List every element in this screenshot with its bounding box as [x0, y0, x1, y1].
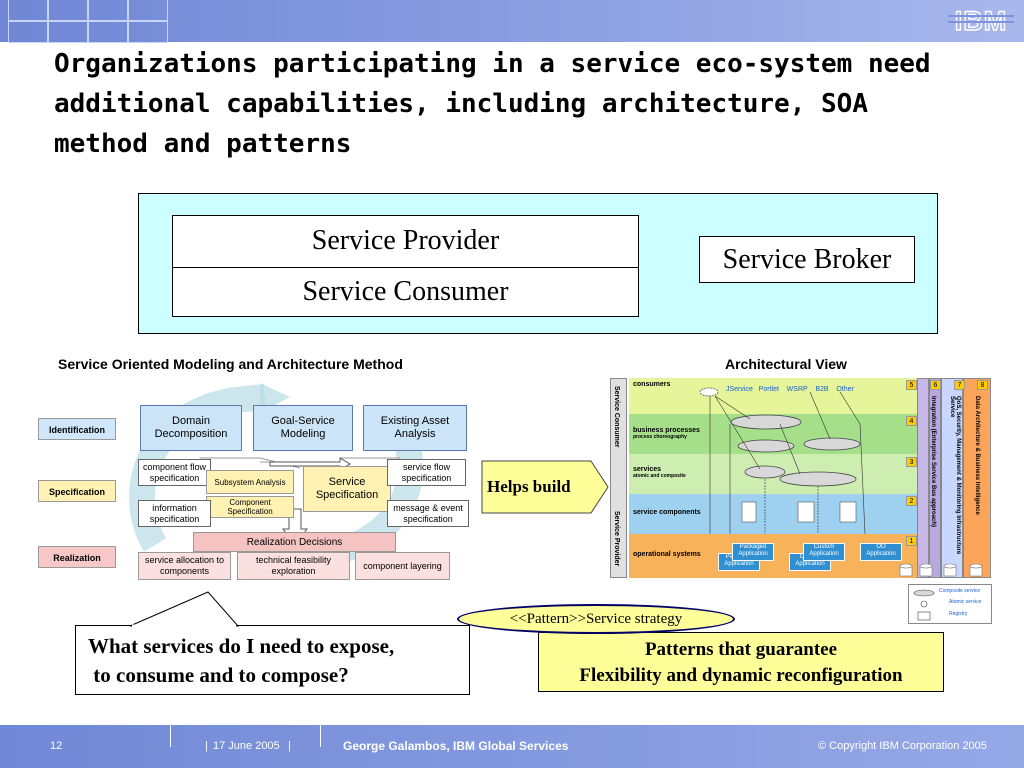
method-title: Service Oriented Modeling and Architectu…	[58, 356, 403, 372]
page-number: 12	[50, 740, 63, 752]
app-custom: Custom Application	[803, 543, 845, 561]
realization-decisions-box: Realization Decisions	[193, 532, 396, 552]
svg-text:IBM: IBM	[955, 6, 1008, 36]
arch-legend: Composite service Atomic service Registr…	[908, 584, 992, 624]
service-broker-box: Service Broker	[699, 236, 915, 283]
bar-number-6: 6	[930, 380, 941, 390]
service-flow-box: service flow specification	[387, 459, 466, 486]
arch-side-provider: Service Provider	[613, 511, 620, 567]
header-band	[0, 0, 1024, 43]
footer-date-suffix: |	[288, 740, 291, 752]
arch-flow-lines	[699, 387, 866, 535]
legend-icons	[913, 589, 935, 621]
vertical-bar-integration	[917, 378, 929, 578]
arch-title: Architectural View	[725, 356, 847, 372]
subsystem-analysis-box: Subsystem Analysis	[206, 470, 294, 494]
layer-number-1: 1	[906, 536, 917, 546]
service-provider-box: Service Provider	[172, 215, 639, 268]
layer-number-3: 3	[906, 457, 917, 467]
footer-date-prefix: |	[205, 740, 208, 752]
phase-realization: Realization	[38, 546, 116, 568]
component-layering-box: component layering	[355, 552, 450, 580]
question-callout-pointer	[129, 591, 240, 627]
goal-service-modeling-box: Goal-Service Modeling	[253, 405, 353, 451]
phase-identification: Identification	[38, 418, 116, 440]
service-specification-box: Service Specification	[303, 466, 391, 512]
layer-service-components: service components	[629, 494, 917, 534]
component-flow-box: component flow specification	[138, 459, 211, 486]
bar-number-8: 8	[977, 380, 988, 390]
service-consumer-box: Service Consumer	[172, 267, 639, 317]
arch-side-consumer: Service Consumer	[613, 386, 620, 448]
pattern-ellipse: <<Pattern>>Service strategy	[457, 604, 735, 634]
vertical-bar-qos	[941, 378, 963, 578]
guarantee-box: Patterns that guarantee Flexibility and …	[538, 632, 944, 692]
footer-bar: 12 | 17 June 2005 | George Galambos, IBM…	[0, 725, 1024, 768]
footer-copyright: © Copyright IBM Corporation 2005	[818, 740, 987, 752]
bar-label-qos: QoS, Security, Management & Monitoring I…	[949, 396, 961, 555]
vertical-bar-integration-2	[929, 378, 941, 578]
footer-author: George Galambos, IBM Global Services	[343, 739, 569, 753]
cylinder-icons	[899, 563, 983, 577]
question-callout: What services do I need to expose, to co…	[75, 625, 470, 695]
layer-number-2: 2	[906, 496, 917, 506]
domain-decomposition-box: Domain Decomposition	[140, 405, 242, 451]
bar-number-7: 7	[954, 380, 965, 390]
bar-label-data: Data Architecture & Business Intelligenc…	[974, 396, 980, 515]
guarantee-line-1: Patterns that guarantee	[644, 639, 838, 660]
soa-roles-panel: Service Provider Service Consumer Servic…	[138, 193, 938, 334]
legend-composite: Composite service	[939, 588, 981, 594]
helps-build-arrow	[481, 460, 609, 514]
app-oo: OO Application	[860, 543, 902, 561]
helps-build-label: Helps build	[487, 477, 571, 496]
ibm-logo: IBM	[948, 5, 1014, 36]
consumer-types: JService Portlet WSRP B2B Other	[726, 386, 854, 393]
arch-side-bar	[610, 378, 627, 578]
component-specification-box: Component Specification	[206, 496, 294, 518]
layer-consumers: consumers	[629, 378, 917, 414]
guarantee-line-2: Flexibility and dynamic reconfiguration	[579, 665, 903, 686]
slide-title: Organizations participating in a service…	[54, 49, 931, 159]
information-specification-box: information specification	[138, 500, 211, 527]
bar-label-integration: Integration (Enterprise Service Bus appr…	[930, 396, 936, 528]
phase-specification: Specification	[38, 480, 116, 502]
technical-feasibility-box: technical feasibility exploration	[237, 552, 350, 580]
app-packaged: Packaged Application	[732, 543, 774, 561]
legend-atomic: Atomic service	[949, 599, 982, 605]
layer-number-4: 4	[906, 416, 917, 426]
service-allocation-box: service allocation to components	[138, 552, 231, 580]
message-event-specification-box: message & event specification	[387, 500, 469, 527]
legend-registry: Registry	[949, 611, 968, 617]
layer-number-5: 5	[906, 380, 917, 390]
existing-asset-analysis-box: Existing Asset Analysis	[363, 405, 467, 451]
footer-date: 17 June 2005	[213, 740, 280, 752]
vertical-bar-data	[963, 378, 991, 578]
